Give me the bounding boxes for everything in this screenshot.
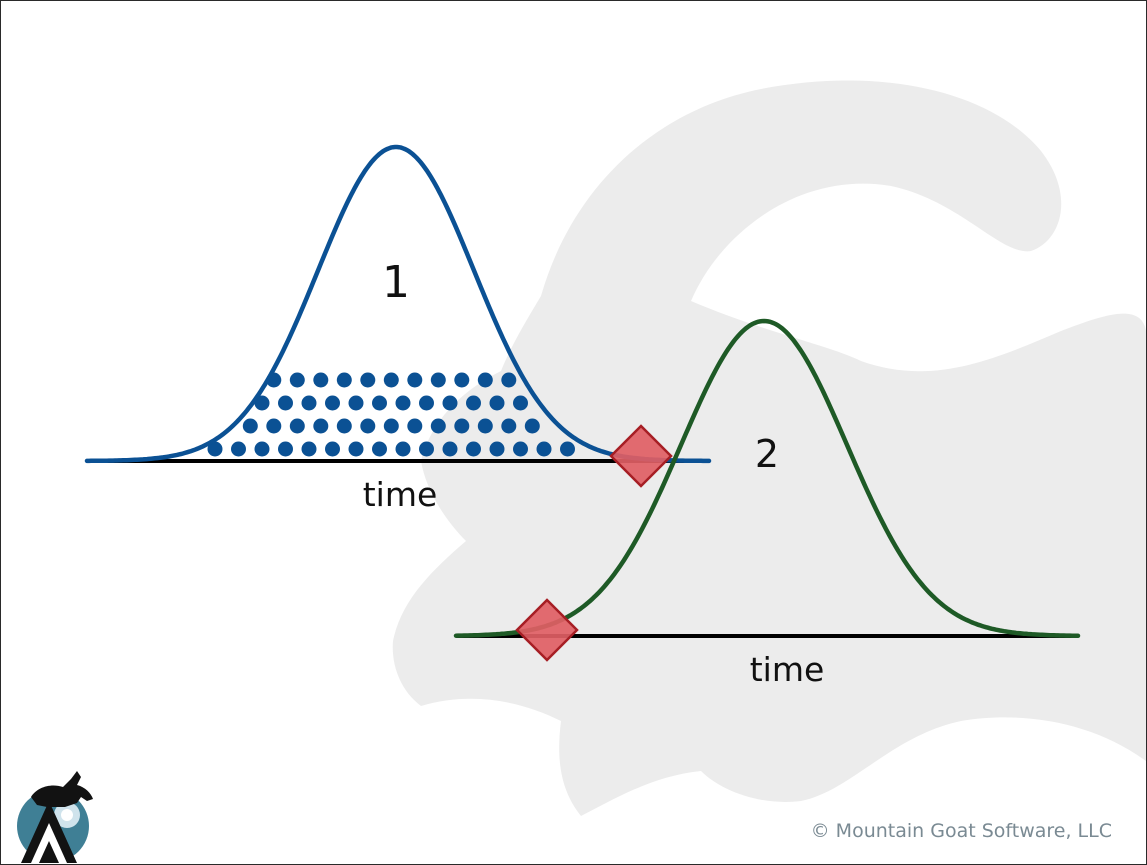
dot <box>524 418 540 434</box>
dot <box>278 441 293 457</box>
dot <box>454 418 470 434</box>
dot <box>513 441 528 457</box>
copyright-text: © Mountain Goat Software, LLC <box>810 820 1112 842</box>
dot <box>254 441 270 457</box>
dot <box>395 441 411 457</box>
dot <box>477 372 493 388</box>
dot <box>360 418 376 434</box>
dot <box>501 372 517 388</box>
dot <box>336 372 352 388</box>
dot <box>301 395 317 411</box>
distribution-curve-1 <box>84 144 712 464</box>
dot <box>454 372 470 388</box>
dot <box>313 418 329 434</box>
marker-diamond-2 <box>515 598 579 662</box>
dot <box>207 441 223 457</box>
dot <box>560 441 575 457</box>
dot <box>430 418 446 434</box>
dot-grid <box>207 372 575 457</box>
dot <box>266 418 282 434</box>
dot <box>501 418 517 434</box>
dot <box>395 395 411 411</box>
dot <box>348 441 364 457</box>
dot <box>477 418 493 434</box>
dot <box>513 395 528 411</box>
dot <box>336 418 352 434</box>
dot <box>313 372 329 388</box>
dot <box>383 418 399 434</box>
dot <box>348 395 364 411</box>
dot <box>407 372 423 388</box>
dot <box>419 441 434 457</box>
dot <box>289 372 305 388</box>
mountain-goat-logo <box>17 771 93 863</box>
dot <box>489 441 505 457</box>
goat-watermark <box>392 80 1146 817</box>
dot <box>301 441 317 457</box>
dot <box>254 395 270 411</box>
dot <box>242 418 258 434</box>
dot <box>466 395 481 411</box>
dot <box>407 418 423 434</box>
dot <box>419 395 434 411</box>
dot <box>278 395 293 411</box>
dot <box>289 418 305 434</box>
dot <box>360 372 376 388</box>
time-axis-2-label: time <box>750 650 825 689</box>
curve-1-label: 1 <box>382 257 410 308</box>
dot <box>325 395 340 411</box>
marker-diamond-1 <box>609 424 673 488</box>
dot <box>442 441 458 457</box>
dot <box>442 395 458 411</box>
dot <box>372 441 387 457</box>
dot <box>325 441 340 457</box>
dot <box>466 441 481 457</box>
dot <box>489 395 505 411</box>
dot <box>536 441 552 457</box>
curve-2-label: 2 <box>755 432 779 476</box>
dot <box>383 372 399 388</box>
time-axis-1-label: time <box>363 475 438 514</box>
dot <box>231 441 246 457</box>
dot <box>430 372 446 388</box>
dot <box>372 395 387 411</box>
